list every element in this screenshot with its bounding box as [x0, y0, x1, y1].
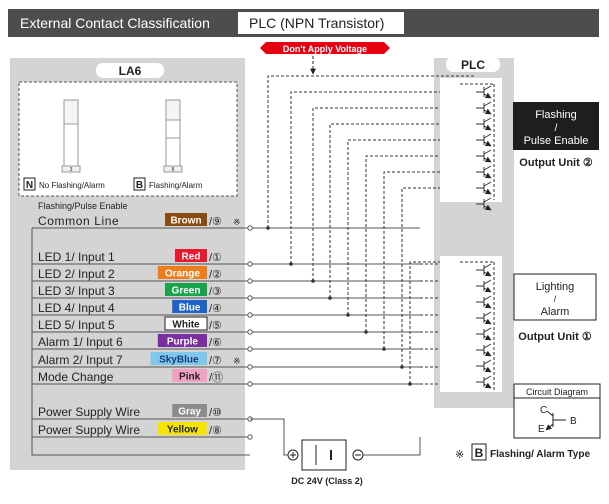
wire-number: /⑥ [209, 337, 222, 349]
footnote: ※ B Flashing/ Alarm Type [455, 443, 590, 461]
svg-text:8: 8 [172, 167, 175, 173]
svg-text:Alarm: Alarm [541, 306, 570, 318]
wire-color-tag [172, 300, 207, 313]
wire-number: /④ [209, 303, 222, 315]
wire-color-tag [157, 422, 207, 435]
model-n-badge [23, 177, 36, 191]
wire-label: LED 3/ Input 3 [38, 284, 115, 298]
wire-row: Power Supply Wire Gray/⑩ [38, 404, 222, 419]
svg-text:3: 3 [70, 167, 73, 173]
svg-text:Pulse Enable: Pulse Enable [524, 135, 589, 147]
wire-color-name: Green [172, 286, 201, 297]
power-source-label: DC 24V (Class 2) [291, 476, 363, 486]
la6-title-badge [96, 63, 164, 78]
model-b-code: B [136, 180, 143, 191]
wire-number: /⑩ [209, 407, 222, 419]
wire-row: Alarm 2/ Input 7 SkyBlue/⑦ ※ [38, 352, 241, 367]
wire-color-tag [164, 316, 208, 331]
wire-label: LED 5/ Input 5 [38, 318, 115, 332]
wire-color-name: Red [182, 252, 201, 263]
header-value: PLC (NPN Transistor) [249, 15, 384, 31]
wire-label: LED 1/ Input 1 [38, 250, 115, 264]
svg-text:Circuit Diagram: Circuit Diagram [526, 387, 588, 397]
wire-label: Power Supply Wire [38, 405, 140, 419]
wire-mark: ※ [233, 356, 241, 366]
model-box [18, 81, 238, 197]
wire-number: /① [209, 252, 222, 264]
wire-number: /⑨ [209, 216, 222, 228]
power-source: DC 24V (Class 2) [287, 439, 364, 486]
header-label: External Contact Classification [20, 15, 210, 31]
wire-color-name: Pink [179, 372, 201, 383]
svg-text:B: B [570, 416, 577, 427]
wire-mark: ※ [233, 217, 241, 227]
svg-text:E: E [538, 424, 545, 435]
plc-title: PLC [461, 58, 485, 72]
wire-number: /⑤ [209, 320, 222, 332]
svg-text:Lighting: Lighting [536, 281, 575, 293]
wire-label: Mode Change [38, 370, 114, 384]
wire-number: /⑪ [209, 371, 223, 384]
wire-color-tag [157, 266, 207, 279]
model-b-text: Flashing/Alarm [149, 181, 203, 190]
wire-label: Alarm 2/ Input 7 [38, 353, 123, 367]
wire-color-name: Brown [170, 216, 201, 227]
wire-row: Power Supply Wire Yellow/⑧ [38, 422, 222, 437]
wire-row: Mode Change Pink/⑪ [38, 369, 223, 384]
svg-text:/: / [555, 123, 558, 134]
wire-color-name: SkyBlue [159, 355, 199, 366]
wire-row: LED 2/ Input 2 Orange/② [38, 266, 222, 281]
la6-title: LA6 [119, 64, 142, 78]
wire-number: /② [209, 269, 222, 281]
wire-color-tag [165, 283, 207, 296]
wire-row: Alarm 1/ Input 6 Purple/⑥ [38, 334, 222, 349]
wire-color-name: White [172, 320, 200, 331]
wire-color-name: Orange [165, 269, 200, 280]
wire-color-tag [157, 334, 207, 347]
svg-text:Flashing: Flashing [535, 109, 577, 121]
output-unit-1: Lighting / Alarm Output Unit ① [513, 273, 597, 343]
plc-title-badge [446, 57, 500, 72]
model-n-code: N [26, 180, 33, 191]
wire-label: LED 2/ Input 2 [38, 267, 115, 281]
wire-color-name: Yellow [167, 425, 198, 436]
wire-row: LED 4/ Input 4 Blue/④ [38, 300, 222, 315]
wire-label: Power Supply Wire [38, 423, 140, 437]
wire-color-name: Purple [167, 337, 199, 348]
wire-label: Common Line [38, 214, 119, 228]
wire-row: LED 5/ Input 5 White/⑤ [38, 316, 222, 332]
wire-color-tag [165, 213, 207, 226]
output-unit-2-caption: Output Unit ② [519, 157, 593, 169]
wire-row: LED 3/ Input 3 Green/③ [38, 283, 222, 298]
lamp-b-illustration: 8 [163, 99, 183, 173]
wire-label: Alarm 1/ Input 6 [38, 335, 123, 349]
svg-text:/: / [554, 294, 557, 304]
warning-text: Don't Apply Voltage [283, 44, 367, 54]
circuit-diagram-box: Circuit Diagram C E B [513, 383, 601, 439]
wire-number: /③ [209, 286, 222, 298]
model-b-badge [133, 177, 146, 191]
output-unit-1-caption: Output Unit ① [518, 331, 592, 343]
header-bar: External Contact Classification PLC (NPN… [8, 9, 599, 37]
wire-number: /⑧ [209, 425, 222, 437]
wire-color-tag [150, 352, 207, 365]
model-n-text: No Flashing/Alarm [39, 181, 105, 190]
svg-text:Flashing/ Alarm Type: Flashing/ Alarm Type [490, 449, 590, 460]
svg-text:C: C [540, 405, 547, 416]
svg-text:※: ※ [455, 449, 464, 461]
wire-sublabel: Flashing/Pulse Enable [38, 201, 128, 211]
wire-color-tag [175, 249, 207, 262]
wire-row: LED 1/ Input 1 Red/① [38, 249, 222, 264]
wire-color-name: Gray [178, 407, 201, 418]
wire-number: /⑦ [209, 355, 222, 367]
warning-badge: Don't Apply Voltage [260, 42, 390, 75]
output-unit-2: Flashing / Pulse Enable Output Unit ② [513, 102, 599, 169]
wire-color-name: Blue [179, 303, 201, 314]
lamp-n-illustration: 3 [61, 99, 81, 173]
wire-color-tag [172, 404, 207, 417]
wire-color-tag [172, 369, 207, 382]
wire-label: LED 4/ Input 4 [38, 301, 115, 315]
svg-text:B: B [475, 446, 484, 460]
